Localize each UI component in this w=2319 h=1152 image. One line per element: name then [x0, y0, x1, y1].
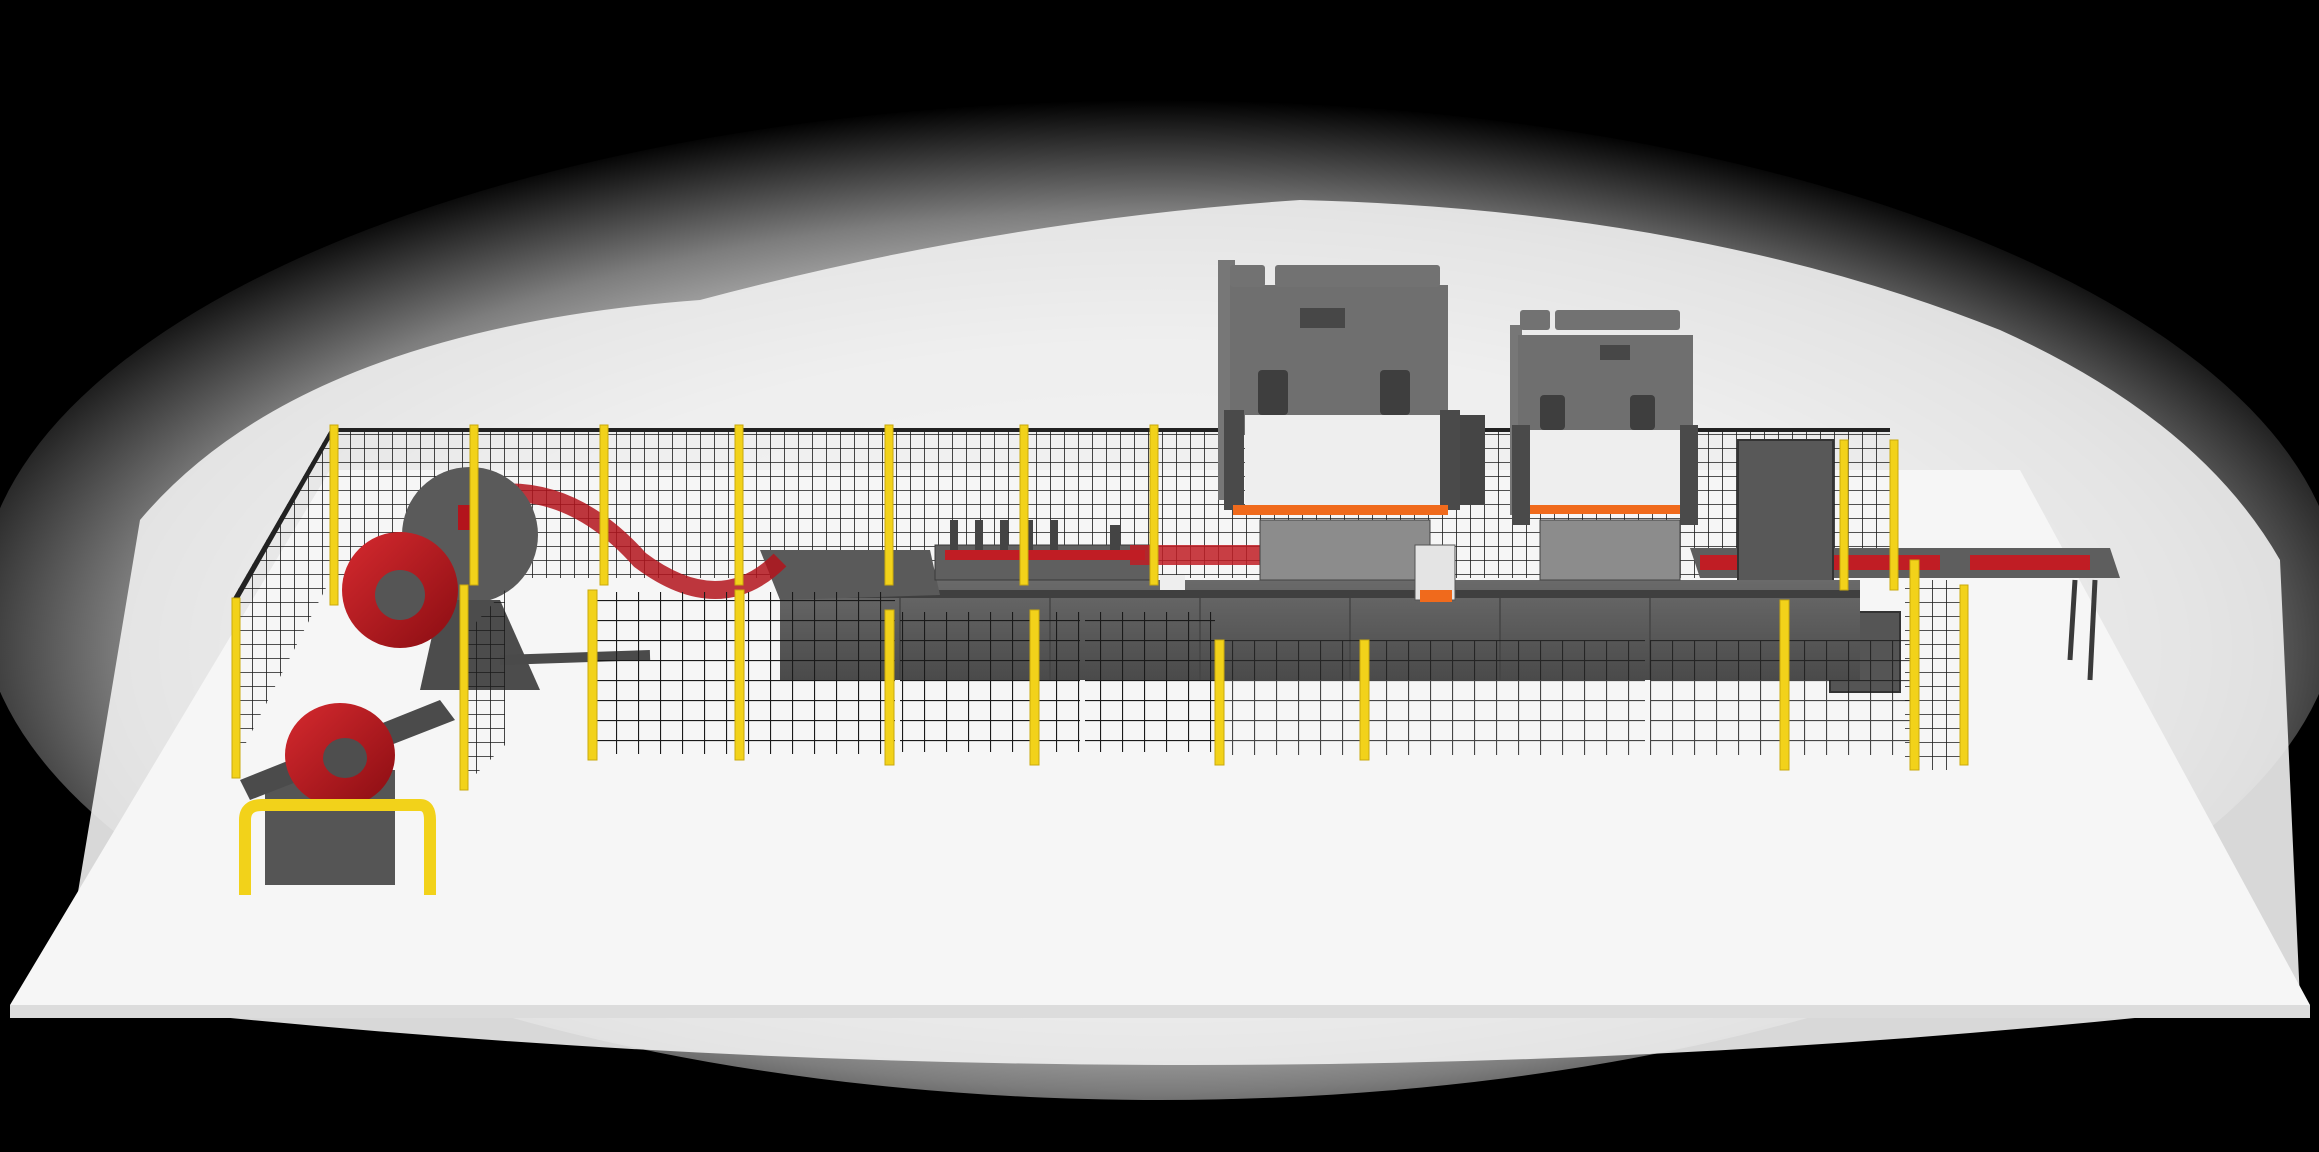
press-2 — [1510, 310, 1698, 581]
left-fence — [232, 430, 334, 770]
straightener-feeder — [760, 520, 1270, 600]
press-1 — [1218, 260, 1485, 602]
fence-posts — [231, 424, 1969, 791]
coil-cradle — [239, 700, 455, 895]
front-fence — [460, 580, 1960, 790]
